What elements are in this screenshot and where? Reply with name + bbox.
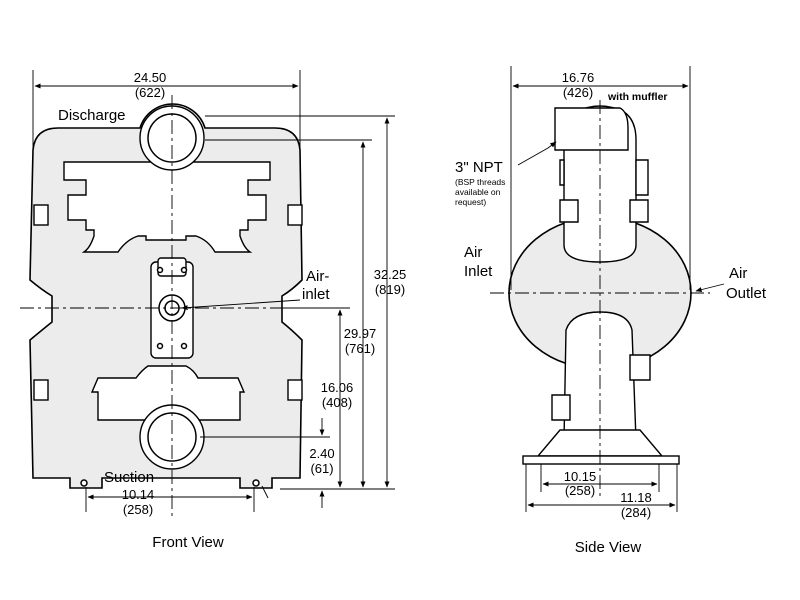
total-height-inch: 32.25 <box>374 267 407 282</box>
valve-bolt <box>156 266 164 274</box>
front-air-inlet-label-2: inlet <box>302 286 330 303</box>
npt-leader <box>517 147 549 166</box>
bsp-note-2: available on <box>455 187 501 197</box>
front-right-boss-bottom <box>287 379 303 401</box>
discharge-height-mm: (761) <box>345 341 375 356</box>
side-foot-mm: (284) <box>621 505 651 520</box>
front-foot-bolt <box>252 479 260 487</box>
discharge-height-inch: 29.97 <box>344 326 377 341</box>
bsp-note-3: request) <box>455 197 486 207</box>
front-view: 24.50 (622) Discharge Air- inlet 32.25 (… <box>20 70 406 551</box>
side-muffler <box>554 107 629 151</box>
side-air-inlet-label-2: Inlet <box>464 263 493 280</box>
side-view: 16.76 (426) with muffler 3" NPT (BSP thr… <box>455 66 767 556</box>
side-width-mm: (426) <box>563 85 593 100</box>
air-inlet-height-inch: 16.06 <box>321 380 354 395</box>
air-inlet-height-mm: (408) <box>322 395 352 410</box>
discharge-label: Discharge <box>58 107 126 124</box>
side-upper-flange-right <box>635 159 649 196</box>
front-right-boss-top <box>287 204 303 226</box>
npt-label: 3" NPT <box>455 159 503 176</box>
side-upper-boss <box>559 199 579 223</box>
side-upper-flange-left <box>559 159 565 186</box>
side-width-inch: 16.76 <box>562 70 595 85</box>
side-air-inlet-label-1: Air <box>464 244 482 261</box>
bsp-note-1: (BSP threads <box>455 177 505 187</box>
front-foot-bolt <box>80 479 88 487</box>
front-left-boss-top <box>33 204 49 226</box>
suction-height-mm: (61) <box>310 461 333 476</box>
front-air-inlet-label-1: Air- <box>306 268 329 285</box>
valve-bolt <box>156 342 164 350</box>
front-view-caption: Front View <box>152 534 224 551</box>
side-base-plate <box>522 455 680 465</box>
front-base-mm: (258) <box>123 502 153 517</box>
npt-leader-arrow <box>547 141 557 149</box>
suction-height-inch: 2.40 <box>309 446 334 461</box>
suction-label: Suction <box>104 469 154 486</box>
with-muffler-label: with muffler <box>607 91 668 103</box>
front-lower-chamber <box>90 365 246 421</box>
air-inlet-leader <box>181 299 301 311</box>
side-air-outlet-label-2: Outlet <box>726 285 767 302</box>
front-left-boss-bottom <box>33 379 49 401</box>
side-base-mm: (258) <box>565 483 595 498</box>
total-height-mm: (819) <box>375 282 405 297</box>
front-base-inch: 10.14 <box>122 487 155 502</box>
foot-leader <box>261 485 269 499</box>
air-outlet-leader <box>695 283 725 293</box>
side-lower-boss-left <box>551 394 571 421</box>
valve-bolt <box>180 342 188 350</box>
front-width-mm: (622) <box>135 85 165 100</box>
side-view-caption: Side View <box>575 539 642 556</box>
side-air-outlet-label-1: Air <box>729 265 747 282</box>
side-lower-boss-right <box>629 354 651 381</box>
front-upper-chamber <box>63 161 271 253</box>
valve-bolt <box>180 266 188 274</box>
side-upper-boss-right <box>629 199 649 223</box>
side-base-inch: 10.15 <box>564 469 597 484</box>
side-foot-inch: 11.18 <box>620 490 652 505</box>
front-width-inch: 24.50 <box>134 70 167 85</box>
